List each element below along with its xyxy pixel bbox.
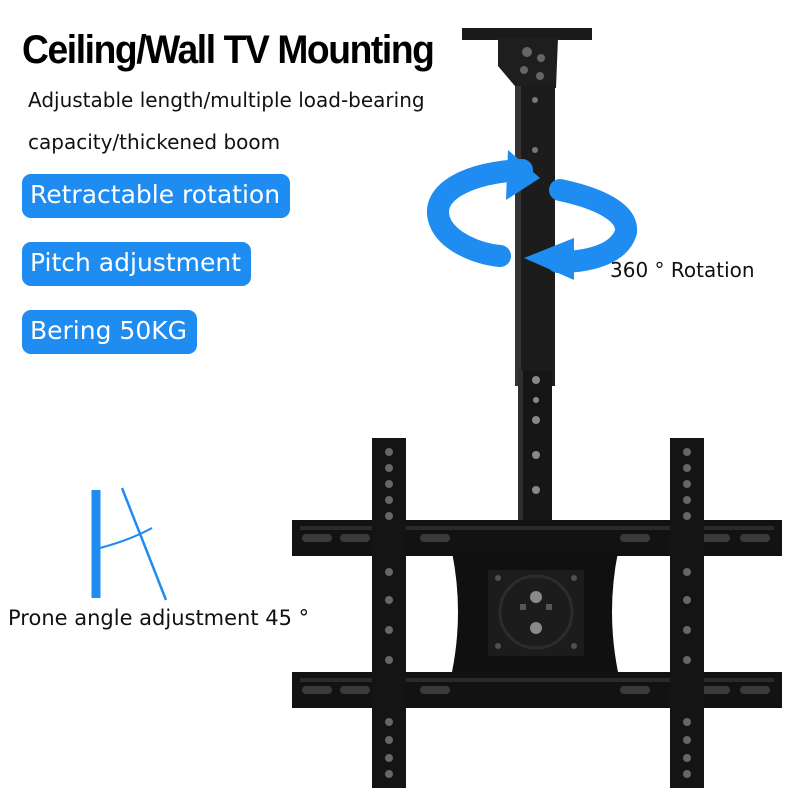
feature-badge-pitch: Pitch adjustment (22, 242, 251, 286)
vertical-bracket-left (372, 438, 406, 788)
rotation-arrow-icon (427, 150, 637, 280)
horizontal-rail-bottom (292, 672, 782, 708)
angle-icon (91, 487, 168, 601)
subtitle-line-2: capacity/thickened boom (28, 130, 281, 154)
page-title: Ceiling/Wall TV Mounting (22, 28, 435, 72)
vertical-bracket-right (670, 438, 704, 788)
feature-badge-rotation: Retractable rotation (22, 174, 291, 218)
rotation-label: 360 ° Rotation (610, 258, 755, 282)
boom-pole-upper (515, 86, 555, 386)
center-mounting-plate (452, 552, 618, 672)
horizontal-rail-top (292, 520, 782, 556)
subtitle-line-1: Adjustable length/multiple load-bearing (28, 88, 425, 112)
boom-pole-lower (518, 370, 552, 530)
pivot-joint (498, 38, 558, 92)
angle-label: Prone angle adjustment 45 ° (8, 606, 310, 630)
feature-badge-load: Bering 50KG (22, 310, 197, 354)
